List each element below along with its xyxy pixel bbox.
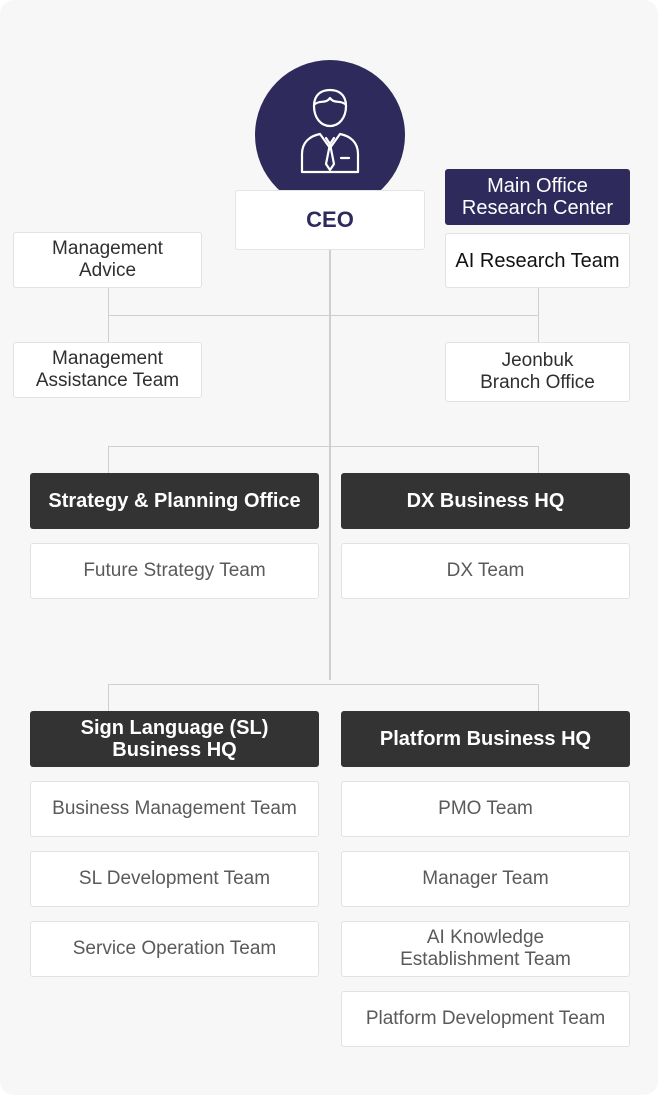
- strategy-planning-office-box: Strategy & Planning Office: [30, 473, 319, 529]
- future-strategy-team-box: Future Strategy Team: [30, 543, 319, 599]
- dx-team-box: DX Team: [341, 543, 630, 599]
- ceo-avatar: [255, 60, 405, 210]
- ceo-box: CEO: [235, 190, 425, 250]
- sl-development-team-box: SL Development Team: [30, 851, 319, 907]
- research-center-box: Main Office Research Center: [445, 169, 630, 225]
- pmo-team-box: PMO Team: [341, 781, 630, 837]
- manager-team-box: Manager Team: [341, 851, 630, 907]
- dx-business-hq-box: DX Business HQ: [341, 473, 630, 529]
- jeonbuk-branch-box: Jeonbuk Branch Office: [445, 342, 630, 402]
- connector-trunk: [329, 250, 331, 680]
- sign-language-business-hq-box: Sign Language (SL) Business HQ: [30, 711, 319, 767]
- management-assistance-box: Management Assistance Team: [13, 342, 202, 398]
- management-advice-box: Management Advice: [13, 232, 202, 288]
- service-operation-team-box: Service Operation Team: [30, 921, 319, 977]
- connector-tier1-right: [538, 446, 539, 473]
- connector-tier1-left: [108, 446, 109, 473]
- platform-business-hq-box: Platform Business HQ: [341, 711, 630, 767]
- connector-side-left: [108, 288, 109, 343]
- connector-tier2-right: [538, 684, 539, 711]
- connector-tier1-horizontal: [108, 446, 539, 447]
- business-management-team-box: Business Management Team: [30, 781, 319, 837]
- platform-development-team-box: Platform Development Team: [341, 991, 630, 1047]
- businessman-icon: [300, 88, 360, 174]
- ai-knowledge-establishment-team-box: AI Knowledge Establishment Team: [341, 921, 630, 977]
- connector-tier2-horizontal: [108, 684, 539, 685]
- connector-tier2-left: [108, 684, 109, 711]
- connector-side-horizontal: [108, 315, 539, 316]
- ai-research-team-box: AI Research Team: [445, 233, 630, 288]
- connector-side-right: [538, 288, 539, 343]
